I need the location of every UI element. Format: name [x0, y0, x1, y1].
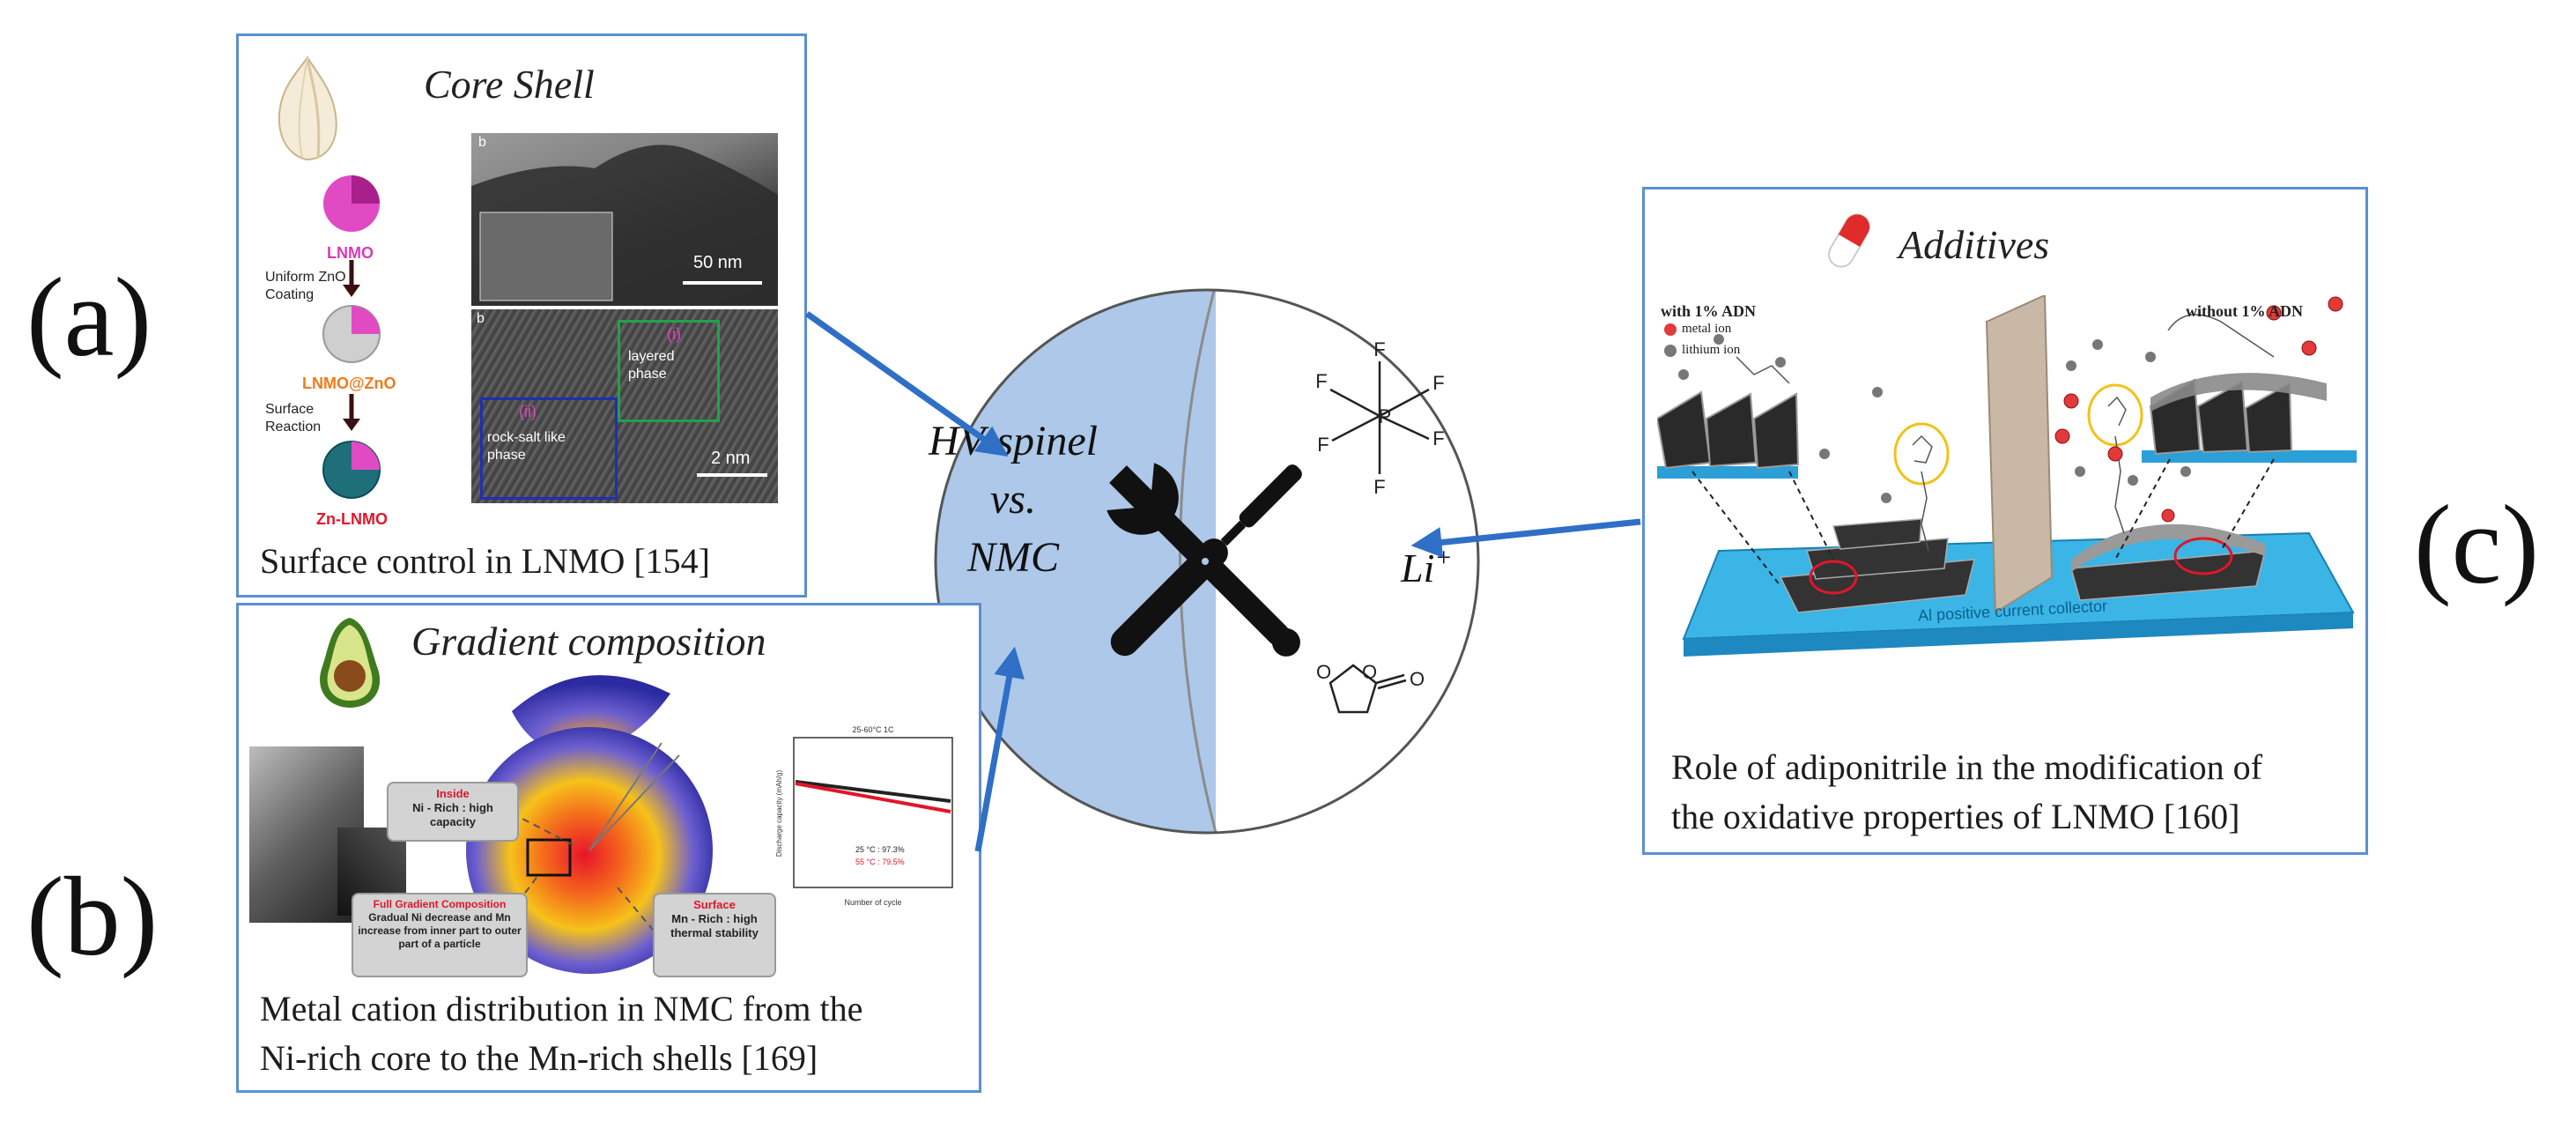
panel-a-caption: Surface control in LNMO [154]	[260, 541, 710, 581]
tem-bottom-scale: 2 nm	[711, 449, 751, 468]
tem-image-bottom: b (i) layered phase (ii) rock-salt like …	[471, 309, 778, 503]
tem-bottom-letter: b	[477, 311, 485, 326]
tem-image-top: b 50 nm	[471, 133, 778, 306]
callout-surface: Surface Mn - Rich : high thermal stabili…	[653, 893, 776, 977]
center-title: HV-spinel vs. NMC	[899, 412, 1128, 587]
arrow-from-gradient	[974, 646, 1025, 852]
plot-header: 25-60°C 1C	[852, 725, 894, 734]
plot-line-55c	[795, 782, 951, 813]
scheme-label-step2: Surface Reaction	[265, 402, 322, 434]
lnmo-zno-particle	[322, 305, 381, 363]
panel-c-caption-line2: the oxidative properties of LNMO [160]	[1671, 797, 2240, 836]
lithium-ions	[1678, 334, 2191, 503]
label-c: (c)	[2414, 482, 2540, 607]
panel-gradient-composition: Gradient composition	[236, 603, 981, 1093]
legend-lithium-ion: lithium ion	[1664, 343, 1740, 358]
without-adn-label: without 1% ADN	[2186, 302, 2304, 320]
panel-b-caption-line1: Metal cation distribution in NMC from th…	[260, 989, 863, 1028]
layered-phase-label: layered phase	[628, 349, 675, 382]
pill-icon	[1828, 213, 1870, 268]
zn-lnmo-particle	[322, 441, 381, 499]
pf6-f-lower-left: F	[1317, 434, 1329, 456]
callout-full-title: Full Gradient Composition	[373, 898, 507, 910]
panel-c-caption-line1: Role of adiponitrile in the modification…	[1671, 747, 2262, 787]
ec-o-ring-right: O	[1362, 661, 1377, 683]
callout-surface-title: Surface	[693, 898, 736, 911]
panel-b-title: Gradient composition	[411, 619, 766, 664]
avocado-icon	[320, 618, 381, 708]
center-line-hv-spinel: HV-spinel	[929, 418, 1098, 464]
callout-inside: Inside Ni - Rich : high capacity	[387, 782, 519, 842]
core-shell-scheme	[322, 175, 381, 499]
pf6-f-bottom: F	[1373, 476, 1385, 498]
tem-bottom-scalebar	[697, 473, 767, 477]
crystal-stack-right	[2070, 523, 2266, 601]
roman-label-i: (i)	[667, 325, 681, 343]
capacity-retention-plot: 25-60°C 1C 25 °C : 97.3% 55 °C : 79.5% N…	[775, 725, 953, 907]
plot-legend-25c: 25 °C : 97.3%	[855, 845, 905, 854]
adn-mechanism-illustration	[1657, 295, 2357, 657]
legend-lithium-label: lithium ion	[1682, 343, 1741, 357]
gradient-particle-illustration	[466, 675, 713, 974]
ec-o-ring-left: O	[1316, 661, 1331, 683]
pf6-p: P	[1379, 405, 1392, 427]
center-line-vs: vs.	[990, 476, 1036, 523]
tem-top-letter: b	[478, 135, 486, 150]
legend-metal-label: metal ion	[1682, 322, 1732, 336]
center-circle-diagram: F F F F F F P Li+ O O O	[934, 288, 1480, 835]
rocksalt-phase-box	[480, 397, 618, 500]
panel-core-shell: Core Shell LNMO Uniform ZnO Coating LNMO…	[236, 33, 807, 598]
scheme-label-step1: Uniform ZnO Coating	[265, 270, 346, 302]
cei-layer-right	[2150, 373, 2327, 412]
pf6-f-upper-right: F	[1432, 372, 1444, 394]
panel-c-caption: Role of adiponitrile in the modification…	[1671, 743, 2262, 842]
callout-full-body: Gradual Ni decrease and Mn increase from…	[358, 911, 522, 950]
with-adn-label: with 1% ADN	[1661, 302, 1757, 320]
metal-ion-swatch	[1664, 323, 1677, 336]
pf6-molecule	[1329, 361, 1430, 474]
callout-surface-body: Mn - Rich : high thermal stability	[670, 912, 759, 939]
panel-c-title: Additives	[1899, 222, 2050, 267]
ec-o-carbonyl: O	[1410, 668, 1425, 690]
arrow-from-core-shell	[804, 311, 1009, 457]
label-b: (b)	[26, 854, 159, 979]
separator-wall	[1985, 295, 2054, 614]
plot-ylabel: Discharge capacity (mAh/g)	[775, 770, 783, 857]
arrow-from-additives	[1410, 518, 1641, 558]
callout-inside-body: Ni - Rich : high capacity	[412, 801, 493, 828]
center-line-nmc: NMC	[966, 534, 1059, 581]
pf6-f-lower-right: F	[1432, 427, 1444, 449]
label-a: (a)	[26, 255, 152, 380]
lnmo-particle	[323, 175, 380, 232]
metal-ions	[2054, 296, 2343, 523]
plot-xlabel: Number of cycle	[844, 898, 901, 907]
tools-icon	[1107, 463, 1302, 657]
pf6-f-upper-left: F	[1315, 370, 1327, 392]
lithium-ion-swatch	[1664, 344, 1677, 357]
callout-inside-title: Inside	[436, 787, 470, 800]
plot-line-25c	[795, 780, 951, 803]
panel-a-title: Core Shell	[424, 62, 595, 107]
panel-b-caption-line2: Ni-rich core to the Mn-rich shells [169]	[260, 1038, 818, 1078]
tem-top-scale: 50 nm	[693, 253, 743, 272]
panel-b-caption: Metal cation distribution in NMC from th…	[260, 984, 862, 1083]
ethylene-carbonate-molecule	[1329, 664, 1407, 714]
legend-metal-ion: metal ion	[1664, 322, 1731, 337]
panel-additives: Additives	[1642, 187, 2368, 855]
scheme-label-zn-lnmo: Zn-LNMO	[316, 510, 388, 528]
scheme-label-lnmo-zno: LNMO@ZnO	[302, 375, 396, 392]
garlic-icon	[278, 56, 337, 161]
rocksalt-phase-label: rock-salt like phase	[487, 430, 566, 463]
roman-label-ii: (ii)	[519, 403, 537, 420]
pf6-f-top: F	[1373, 338, 1385, 360]
layered-phase-box	[618, 320, 720, 422]
center-circle-outline	[934, 288, 1480, 835]
scheme-label-lnmo: LNMO	[327, 244, 374, 262]
plot-legend-55c: 55 °C : 79.5%	[855, 857, 905, 866]
callout-full-gradient: Full Gradient Composition Gradual Ni dec…	[352, 893, 528, 977]
